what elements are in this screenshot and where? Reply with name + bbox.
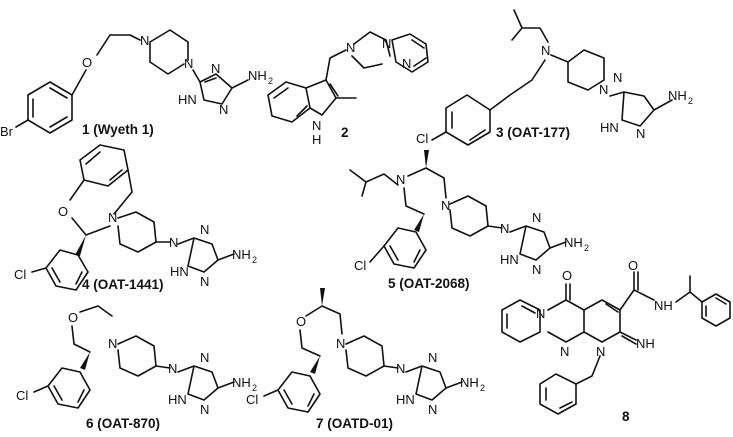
triazole-nh: HN xyxy=(170,264,189,279)
nitrogen-atom: N xyxy=(532,210,541,225)
amine-group: NH xyxy=(232,375,251,390)
amide-oxygen: O xyxy=(628,258,638,273)
svg-text:2: 2 xyxy=(268,76,273,86)
chlorine-atom: Cl xyxy=(246,392,258,407)
compound-7-structure: O N Cl N N NH 2 HN N xyxy=(246,288,485,417)
amine-group: NH xyxy=(460,375,479,390)
nitrogen-atom: N xyxy=(428,350,437,365)
triazole-nh: HN xyxy=(500,252,519,267)
nitrogen-atom: N xyxy=(560,344,569,359)
indole-nitrogen: N xyxy=(312,118,321,133)
nitrogen-atom: N xyxy=(211,61,220,76)
triazole-nh: HN xyxy=(178,92,197,107)
nitrogen-atom: N xyxy=(596,344,605,359)
svg-text:2: 2 xyxy=(688,96,693,106)
compound-8-label: 8 xyxy=(622,409,630,424)
nitrogen-atom: N xyxy=(396,361,405,376)
compound-4-label: 4 (OAT-1441) xyxy=(82,277,164,292)
nitrogen-atom: N xyxy=(536,306,545,321)
compound-3-structure: N Cl N N NH 2 HN N xyxy=(416,9,693,146)
nitrogen-atom: N xyxy=(382,36,391,51)
compound-2-structure: N H N N N xyxy=(267,31,429,147)
nitrogen-atom: N xyxy=(346,40,355,55)
carbonyl-oxygen: O xyxy=(562,268,572,283)
nitrogen-atom: N xyxy=(108,336,117,351)
nitrogen-atom: N xyxy=(140,33,149,48)
bromine-atom: Br xyxy=(0,124,14,139)
chlorine-atom: Cl xyxy=(354,258,366,273)
amine-group: NH xyxy=(248,68,267,83)
nitrogen-atom: N xyxy=(200,274,209,289)
nitrogen-atom: N xyxy=(200,350,209,365)
svg-text:2: 2 xyxy=(252,255,257,265)
triazole-nh: HN xyxy=(168,392,187,407)
compound-1-label: 1 (Wyeth 1) xyxy=(82,122,154,137)
compound-2-label: 2 xyxy=(341,125,349,140)
nitrogen-atom: N xyxy=(532,262,541,277)
nitrogen-atom: N xyxy=(396,172,405,187)
compound-5-structure: N N Cl N N NH 2 HN N xyxy=(349,150,589,277)
chlorine-atom: Cl xyxy=(16,388,28,403)
compound-7-label: 7 (OATD-01) xyxy=(316,416,393,431)
oxygen-atom: O xyxy=(58,204,68,219)
nitrogen-atom: N xyxy=(219,102,228,117)
oxygen-atom: O xyxy=(82,55,92,70)
nitrogen-atom: N xyxy=(500,221,509,236)
nitrogen-atom: N xyxy=(599,82,608,97)
compound-6-label: 6 (OAT-870) xyxy=(86,416,160,431)
svg-text:2: 2 xyxy=(480,383,485,393)
chlorine-atom: Cl xyxy=(14,267,26,282)
amine-group: NH xyxy=(232,247,251,262)
nitrogen-atom: N xyxy=(636,126,645,141)
triazole-nh: HN xyxy=(600,120,619,135)
compound-5-label: 5 (OAT-2068) xyxy=(388,276,470,291)
amine-group: NH xyxy=(668,88,687,103)
pyridine-nitrogen: N xyxy=(402,56,411,71)
compound-4-structure: O N Cl N N NH 2 HN N xyxy=(14,144,257,291)
nitrogen-atom: N xyxy=(184,56,193,71)
svg-text:2: 2 xyxy=(252,383,257,393)
oxygen-atom: O xyxy=(296,314,306,329)
nitrogen-atom: N xyxy=(169,235,178,250)
compound-1-structure: Br O N N N NH 2 HN N xyxy=(0,29,273,139)
svg-text:2: 2 xyxy=(584,243,589,253)
compound-3-label: 3 (OAT-177) xyxy=(496,125,570,140)
nitrogen-atom: N xyxy=(200,402,209,417)
oxygen-atom: O xyxy=(68,310,78,325)
compound-6-structure: O N Cl N N NH 2 HN N xyxy=(16,305,257,417)
nitrogen-atom: N xyxy=(441,198,450,213)
chlorine-atom: Cl xyxy=(416,131,428,146)
amine-group: NH xyxy=(564,235,583,250)
nitrogen-atom: N xyxy=(428,402,437,417)
nitrogen-atom: N xyxy=(168,361,177,376)
nitrogen-atom: N xyxy=(200,222,209,237)
indole-hydrogen: H xyxy=(312,132,321,147)
nitrogen-atom: N xyxy=(108,210,117,225)
imine-group: NH xyxy=(636,336,655,351)
amide-nh: NH xyxy=(654,298,673,313)
triazole-nh: HN xyxy=(396,392,415,407)
nitrogen-atom: N xyxy=(541,43,550,58)
nitrogen-atom: N xyxy=(613,70,622,85)
compound-8-structure: N O N N NH O NH xyxy=(501,258,731,415)
nitrogen-atom: N xyxy=(336,336,345,351)
